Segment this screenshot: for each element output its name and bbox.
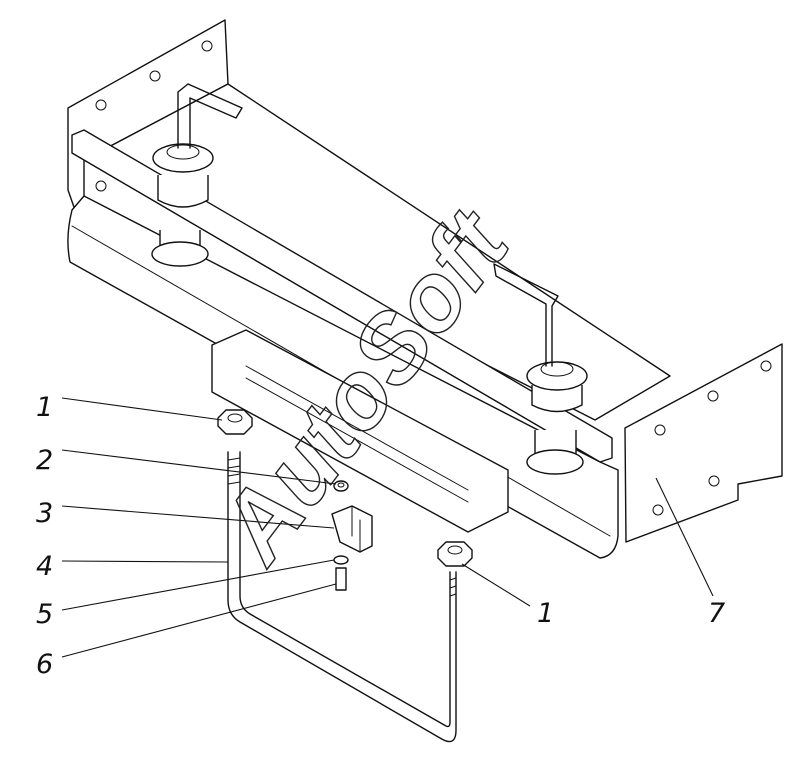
callout-1-right: 1 xyxy=(537,598,554,629)
part-bolt xyxy=(335,567,347,591)
callout-3: 3 xyxy=(36,498,53,529)
right-end-plate xyxy=(624,343,783,543)
right-plate-hole xyxy=(652,504,664,516)
right-plate-hole xyxy=(760,360,772,372)
part-clamp xyxy=(331,505,373,553)
leader-3 xyxy=(61,505,335,529)
callout-6: 6 xyxy=(36,649,53,680)
callout-2: 2 xyxy=(36,445,53,476)
left-post xyxy=(151,83,243,267)
callout-7: 7 xyxy=(708,598,725,629)
leader-7 xyxy=(655,477,714,597)
leader-2 xyxy=(61,449,337,485)
right-plate-hole xyxy=(707,390,719,402)
left-end-plate xyxy=(67,19,229,211)
right-plate-hole xyxy=(654,424,666,436)
leader-1-left xyxy=(61,397,223,421)
bracket-frame xyxy=(67,19,783,559)
part-ubolt xyxy=(227,451,457,743)
left-plate-hole xyxy=(201,40,213,52)
part-nut-left xyxy=(217,409,253,435)
left-plate-hole xyxy=(149,70,161,82)
leader-4 xyxy=(61,560,229,563)
part-nut-right xyxy=(437,541,473,567)
left-plate-hole xyxy=(95,180,107,192)
left-plate-hole xyxy=(95,99,107,111)
part-nut-small xyxy=(333,480,349,492)
right-post xyxy=(493,263,588,475)
under-channel xyxy=(211,329,509,533)
callout-1-left: 1 xyxy=(36,392,53,423)
callout-numbers: 1 2 3 4 5 6 1 7 xyxy=(36,392,725,680)
right-plate-hole xyxy=(708,475,720,487)
callout-5: 5 xyxy=(36,599,53,630)
leader-6 xyxy=(61,583,337,658)
leader-lines xyxy=(61,397,714,658)
leader-1-right xyxy=(461,563,531,607)
leader-5 xyxy=(61,559,335,611)
callout-4: 4 xyxy=(36,551,53,582)
part-washer xyxy=(333,555,349,565)
